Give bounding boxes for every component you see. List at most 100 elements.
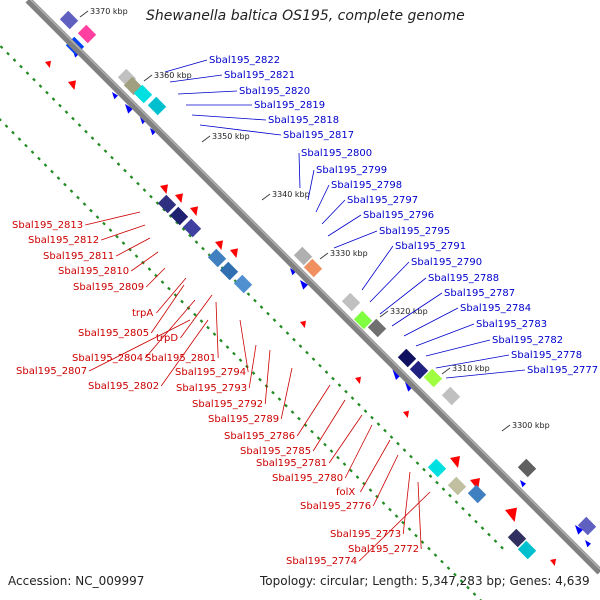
gc-dot — [4, 124, 9, 128]
gc-dot — [251, 371, 256, 375]
reverse-label-leader — [307, 169, 315, 201]
gc-dot — [427, 546, 431, 551]
gc-dot — [459, 579, 464, 583]
gc-dot — [420, 540, 425, 544]
scale-label: 3350 kbp — [212, 132, 250, 141]
forward-gene-arrow — [230, 248, 238, 258]
gc-dot — [160, 280, 165, 284]
gc-dot — [277, 397, 282, 401]
gc-dot — [487, 532, 491, 537]
gc-dot — [466, 585, 470, 590]
gc-dot — [116, 162, 121, 166]
gc-dot — [441, 487, 446, 491]
forward-gene-label: Sbal195_2805 — [78, 328, 149, 339]
scale-tick — [261, 193, 271, 201]
forward-gene-label: Sbal195_2809 — [73, 282, 144, 293]
forward-gene-label: Sbal195_2789 — [208, 414, 279, 425]
gc-dot — [0, 45, 4, 49]
gc-dot — [381, 501, 386, 505]
gc-dot — [168, 214, 173, 218]
gc-dot — [389, 435, 394, 439]
forward-gene-arrow — [550, 558, 556, 566]
forward-gene-arrow — [45, 60, 51, 68]
gc-dot — [258, 377, 262, 382]
gc-dot — [409, 454, 413, 459]
gc-dot — [298, 344, 303, 348]
gc-dot — [162, 207, 166, 212]
reverse-gene-label: Sbal195_2797 — [347, 195, 418, 206]
forward-gene-label: Sbal195_2786 — [224, 431, 295, 442]
reverse-gene-label: Sbal195_2798 — [331, 180, 402, 191]
gc-dot — [422, 467, 426, 472]
gene-block — [447, 476, 467, 496]
gc-dot — [11, 130, 15, 135]
gene-feature-track — [45, 10, 597, 566]
genome-backbone-highlight — [29, 0, 600, 570]
forward-label-leader — [130, 251, 159, 272]
gc-dot — [136, 181, 140, 186]
forward-label-leader — [402, 471, 411, 535]
gc-dot — [433, 553, 438, 557]
gc-dot — [446, 566, 451, 570]
reverse-label-leader — [315, 184, 330, 213]
reverse-gene-label: Sbal195_2790 — [411, 257, 482, 268]
gc-dot — [388, 507, 392, 512]
gene-block — [341, 292, 361, 312]
forward-gene-label: Sbal195_2785 — [240, 446, 311, 457]
forward-gene-label: Sbal195_2781 — [256, 458, 327, 469]
gc-dot — [50, 169, 54, 174]
forward-gene-arrow — [450, 456, 460, 468]
gc-dot — [24, 143, 28, 148]
gc-dot — [64, 110, 69, 114]
reverse-gene-label: Sbal195_2787 — [444, 288, 515, 299]
reverse-label-leader — [333, 230, 378, 249]
forward-gene-label: Sbal195_2792 — [192, 399, 263, 410]
gc-dot — [407, 527, 412, 531]
forward-label-leader — [239, 319, 249, 373]
gene-block — [157, 194, 177, 214]
forward-gene-arrow — [355, 376, 361, 384]
gc-dot — [297, 416, 301, 421]
forward-label-leader — [372, 454, 399, 507]
scale-label: 3320 kbp — [390, 307, 428, 316]
gc-dot — [337, 383, 342, 387]
reverse-gene-label: Sbal195_2796 — [363, 210, 434, 221]
gc-dot — [284, 403, 288, 408]
gc-dot — [167, 286, 171, 291]
forward-label-leader — [264, 349, 271, 405]
gc-dot — [271, 390, 275, 395]
reverse-label-leader — [391, 292, 443, 327]
reverse-gene-label: Sbal195_2820 — [239, 86, 310, 97]
reverse-label-leader — [379, 277, 427, 315]
gc-dot — [225, 345, 230, 349]
reverse-label-leader — [361, 245, 394, 291]
gc-dot — [493, 539, 498, 543]
gc-dot — [142, 188, 147, 192]
gene-block — [517, 540, 537, 560]
gene-block — [169, 206, 189, 226]
gene-block — [441, 386, 461, 406]
forward-gene-label: folX — [336, 487, 355, 498]
gc-dot — [97, 142, 101, 147]
gc-dot — [115, 234, 119, 239]
reverse-gene-arrow — [520, 480, 526, 488]
reverse-label-leader — [403, 307, 459, 337]
gc-dot — [500, 545, 504, 550]
forward-gene-label: Sbal195_2811 — [43, 251, 114, 262]
reverse-gene-label: Sbal195_2788 — [428, 273, 499, 284]
gc-dot — [375, 494, 379, 499]
gc-dot — [363, 409, 368, 413]
gc-dot — [121, 241, 126, 245]
forward-label-leader — [358, 491, 431, 562]
gc-dot — [401, 520, 405, 525]
forward-label-leader — [360, 439, 391, 493]
gc-dot — [376, 422, 381, 426]
gc-dot — [63, 182, 67, 187]
gc-dot — [370, 415, 374, 420]
gc-dot — [453, 572, 457, 577]
gc-dot — [43, 163, 48, 167]
forward-label-leader — [144, 299, 196, 359]
gc-dot — [38, 84, 43, 88]
